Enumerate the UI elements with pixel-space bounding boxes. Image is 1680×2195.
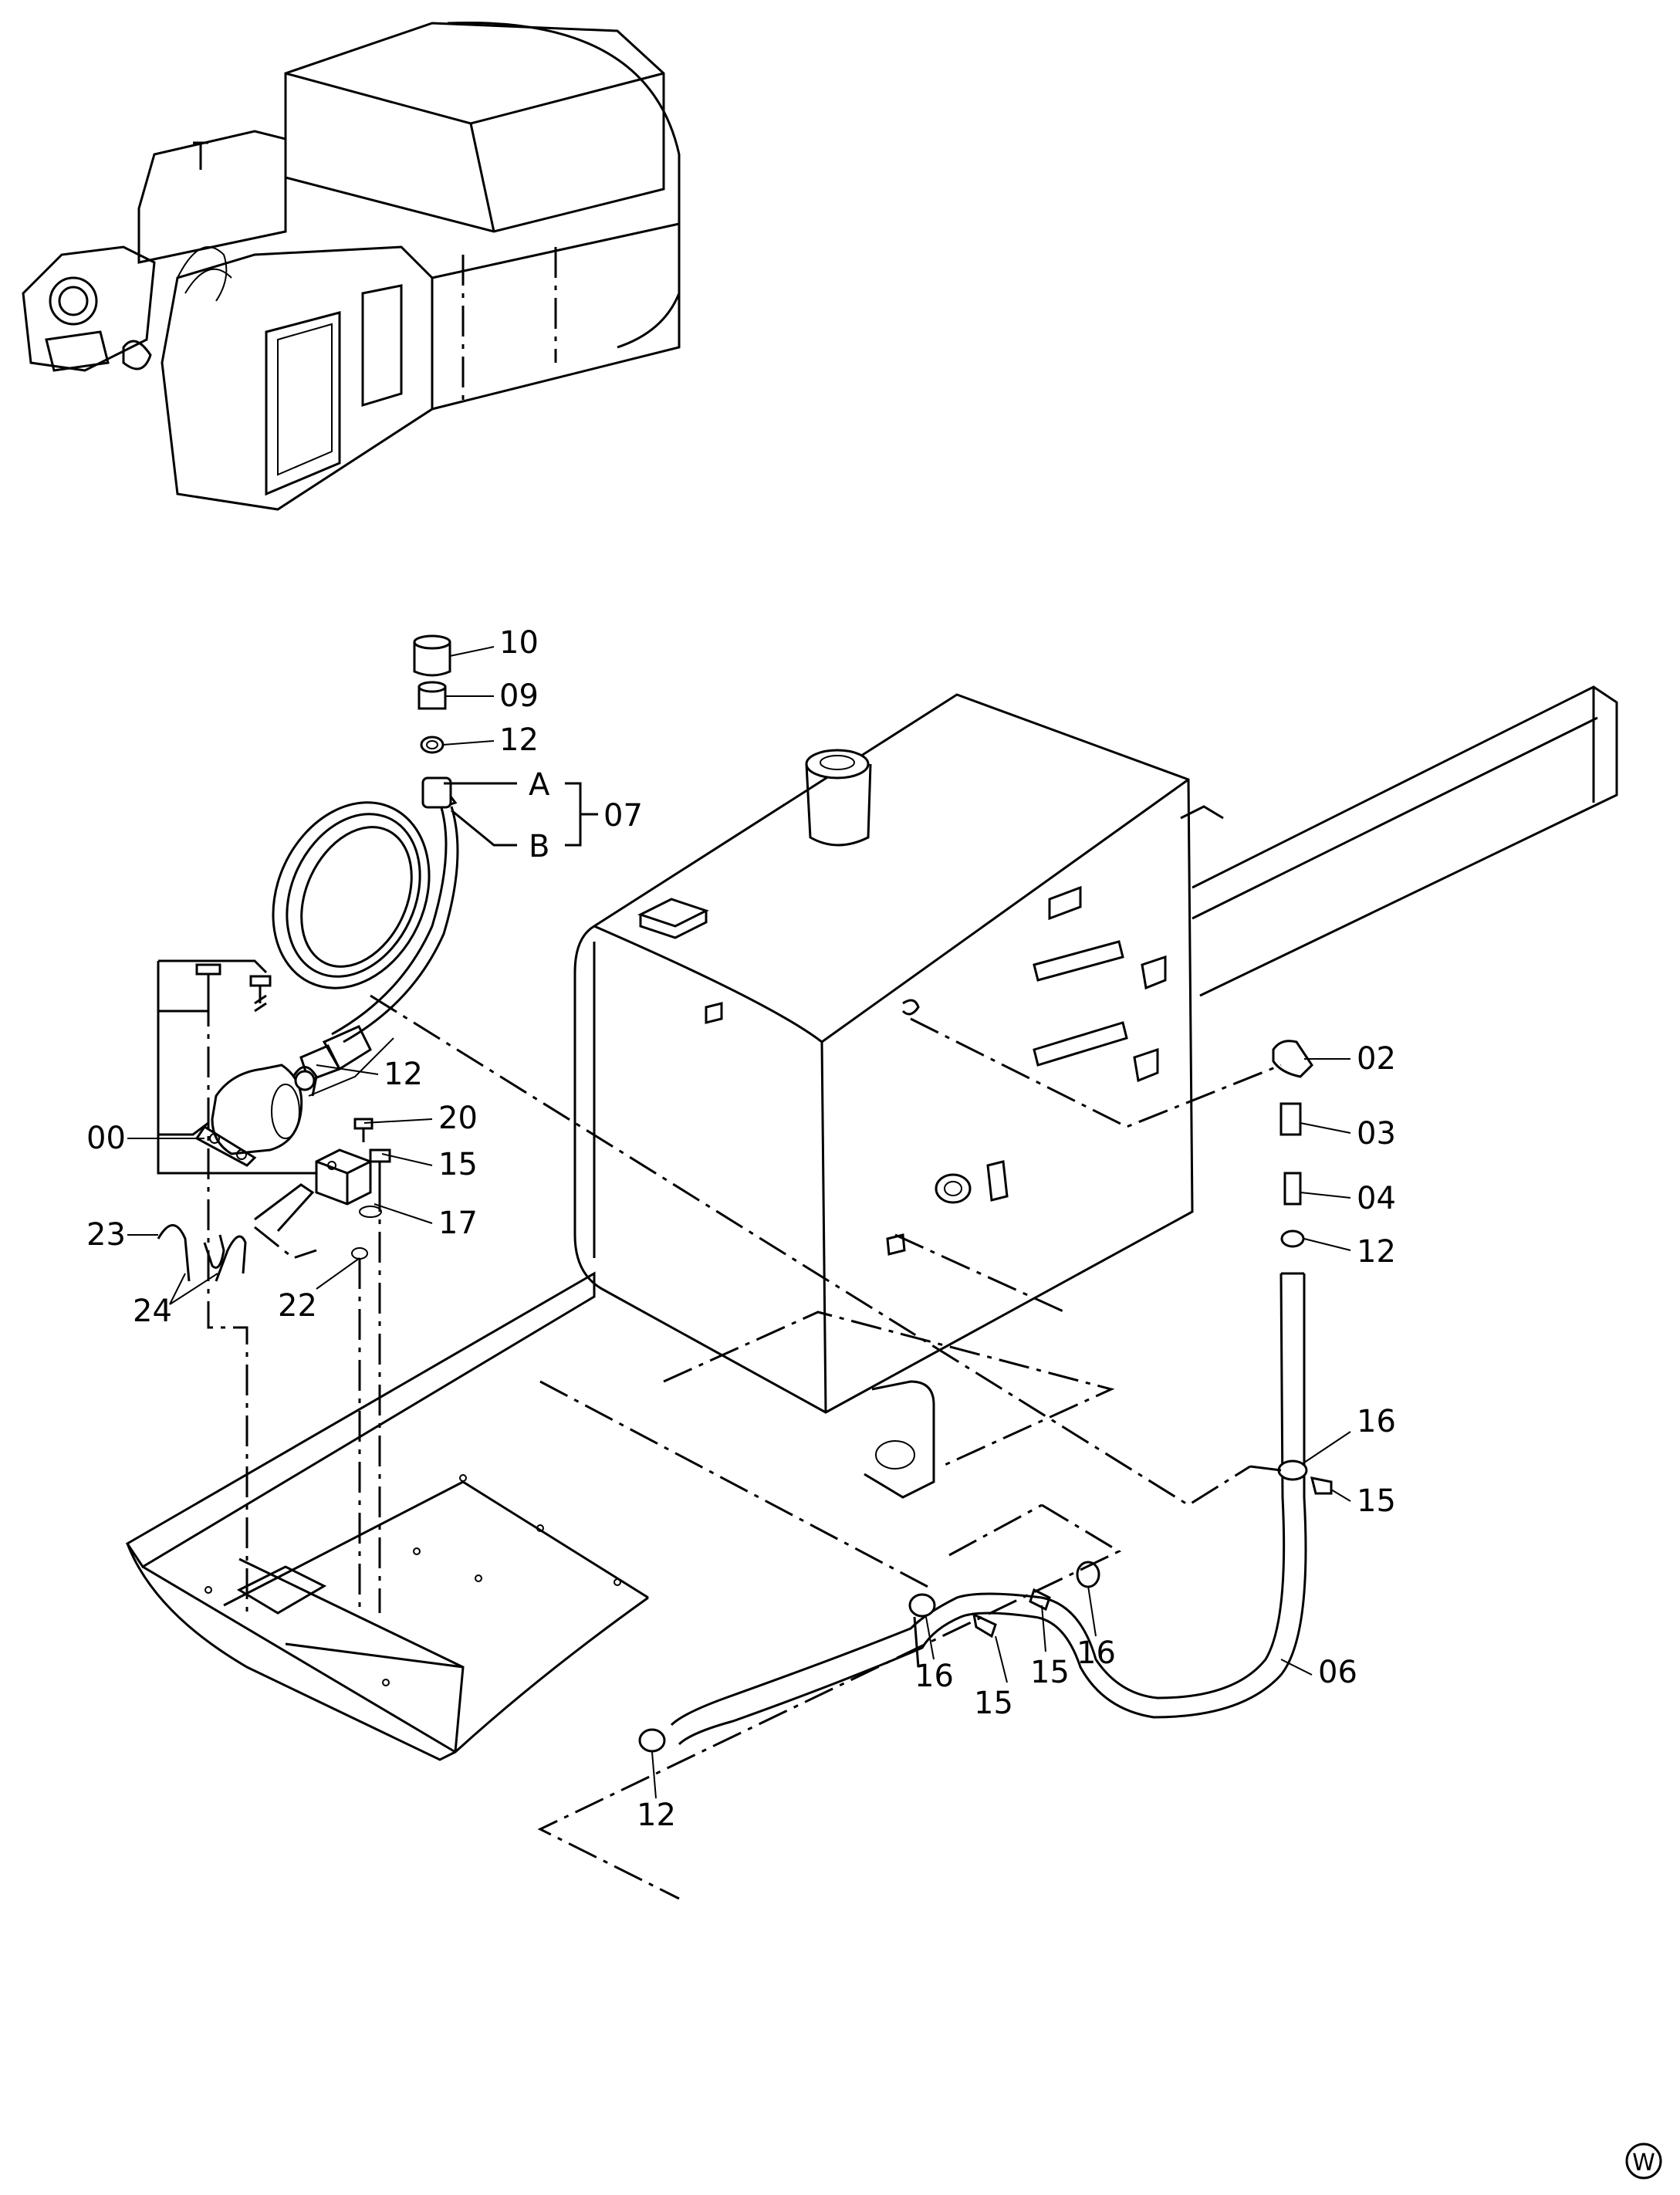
callout-16-mid2: 16 xyxy=(1077,1635,1116,1671)
corner-mark-letter: W xyxy=(1632,2149,1655,2176)
callout-10: 10 xyxy=(499,625,539,661)
callout-A: A xyxy=(529,767,550,803)
callout-15-mid2: 15 xyxy=(1030,1655,1070,1690)
pump-assembly xyxy=(157,963,394,1282)
callout-02: 02 xyxy=(1357,1041,1396,1077)
callout-15-pump: 15 xyxy=(438,1147,478,1182)
leader-lines xyxy=(207,994,1282,1900)
nozzle-parts xyxy=(413,634,451,754)
callout-04: 04 xyxy=(1357,1181,1396,1216)
callout-labels: 10 09 12 A B 07 12 20 00 15 17 23 24 22 … xyxy=(86,625,1396,1833)
callout-23: 23 xyxy=(86,1217,126,1253)
callout-B: B xyxy=(529,829,549,864)
hose-right xyxy=(638,1040,1333,1753)
callout-15-mid: 15 xyxy=(974,1686,1013,1721)
callout-24: 24 xyxy=(133,1294,172,1329)
callout-16-right: 16 xyxy=(1357,1404,1396,1439)
bracket-lines xyxy=(157,782,598,1175)
callout-16-mid: 16 xyxy=(914,1659,954,1694)
callout-17: 17 xyxy=(438,1206,478,1241)
callout-12-top: 12 xyxy=(499,722,539,758)
excavator-overview xyxy=(22,21,681,511)
callout-12-pump: 12 xyxy=(384,1057,423,1092)
callout-12-bottom: 12 xyxy=(637,1798,676,1833)
callout-03: 03 xyxy=(1357,1116,1396,1152)
corner-mark: W xyxy=(1625,2143,1662,2180)
fuel-tank xyxy=(573,693,1224,1414)
callout-06: 06 xyxy=(1318,1655,1357,1690)
callout-09: 09 xyxy=(499,678,539,714)
callout-20: 20 xyxy=(438,1101,478,1136)
callout-22: 22 xyxy=(278,1288,317,1324)
callout-00: 00 xyxy=(86,1121,126,1156)
frame-beam xyxy=(864,685,1618,1499)
callout-07: 07 xyxy=(603,798,643,834)
callout-leaders xyxy=(127,646,1351,1799)
callout-15-right: 15 xyxy=(1357,1483,1396,1519)
hose-coil xyxy=(272,776,459,1082)
callout-12-right: 12 xyxy=(1357,1234,1396,1270)
under-cover xyxy=(125,1271,649,1761)
